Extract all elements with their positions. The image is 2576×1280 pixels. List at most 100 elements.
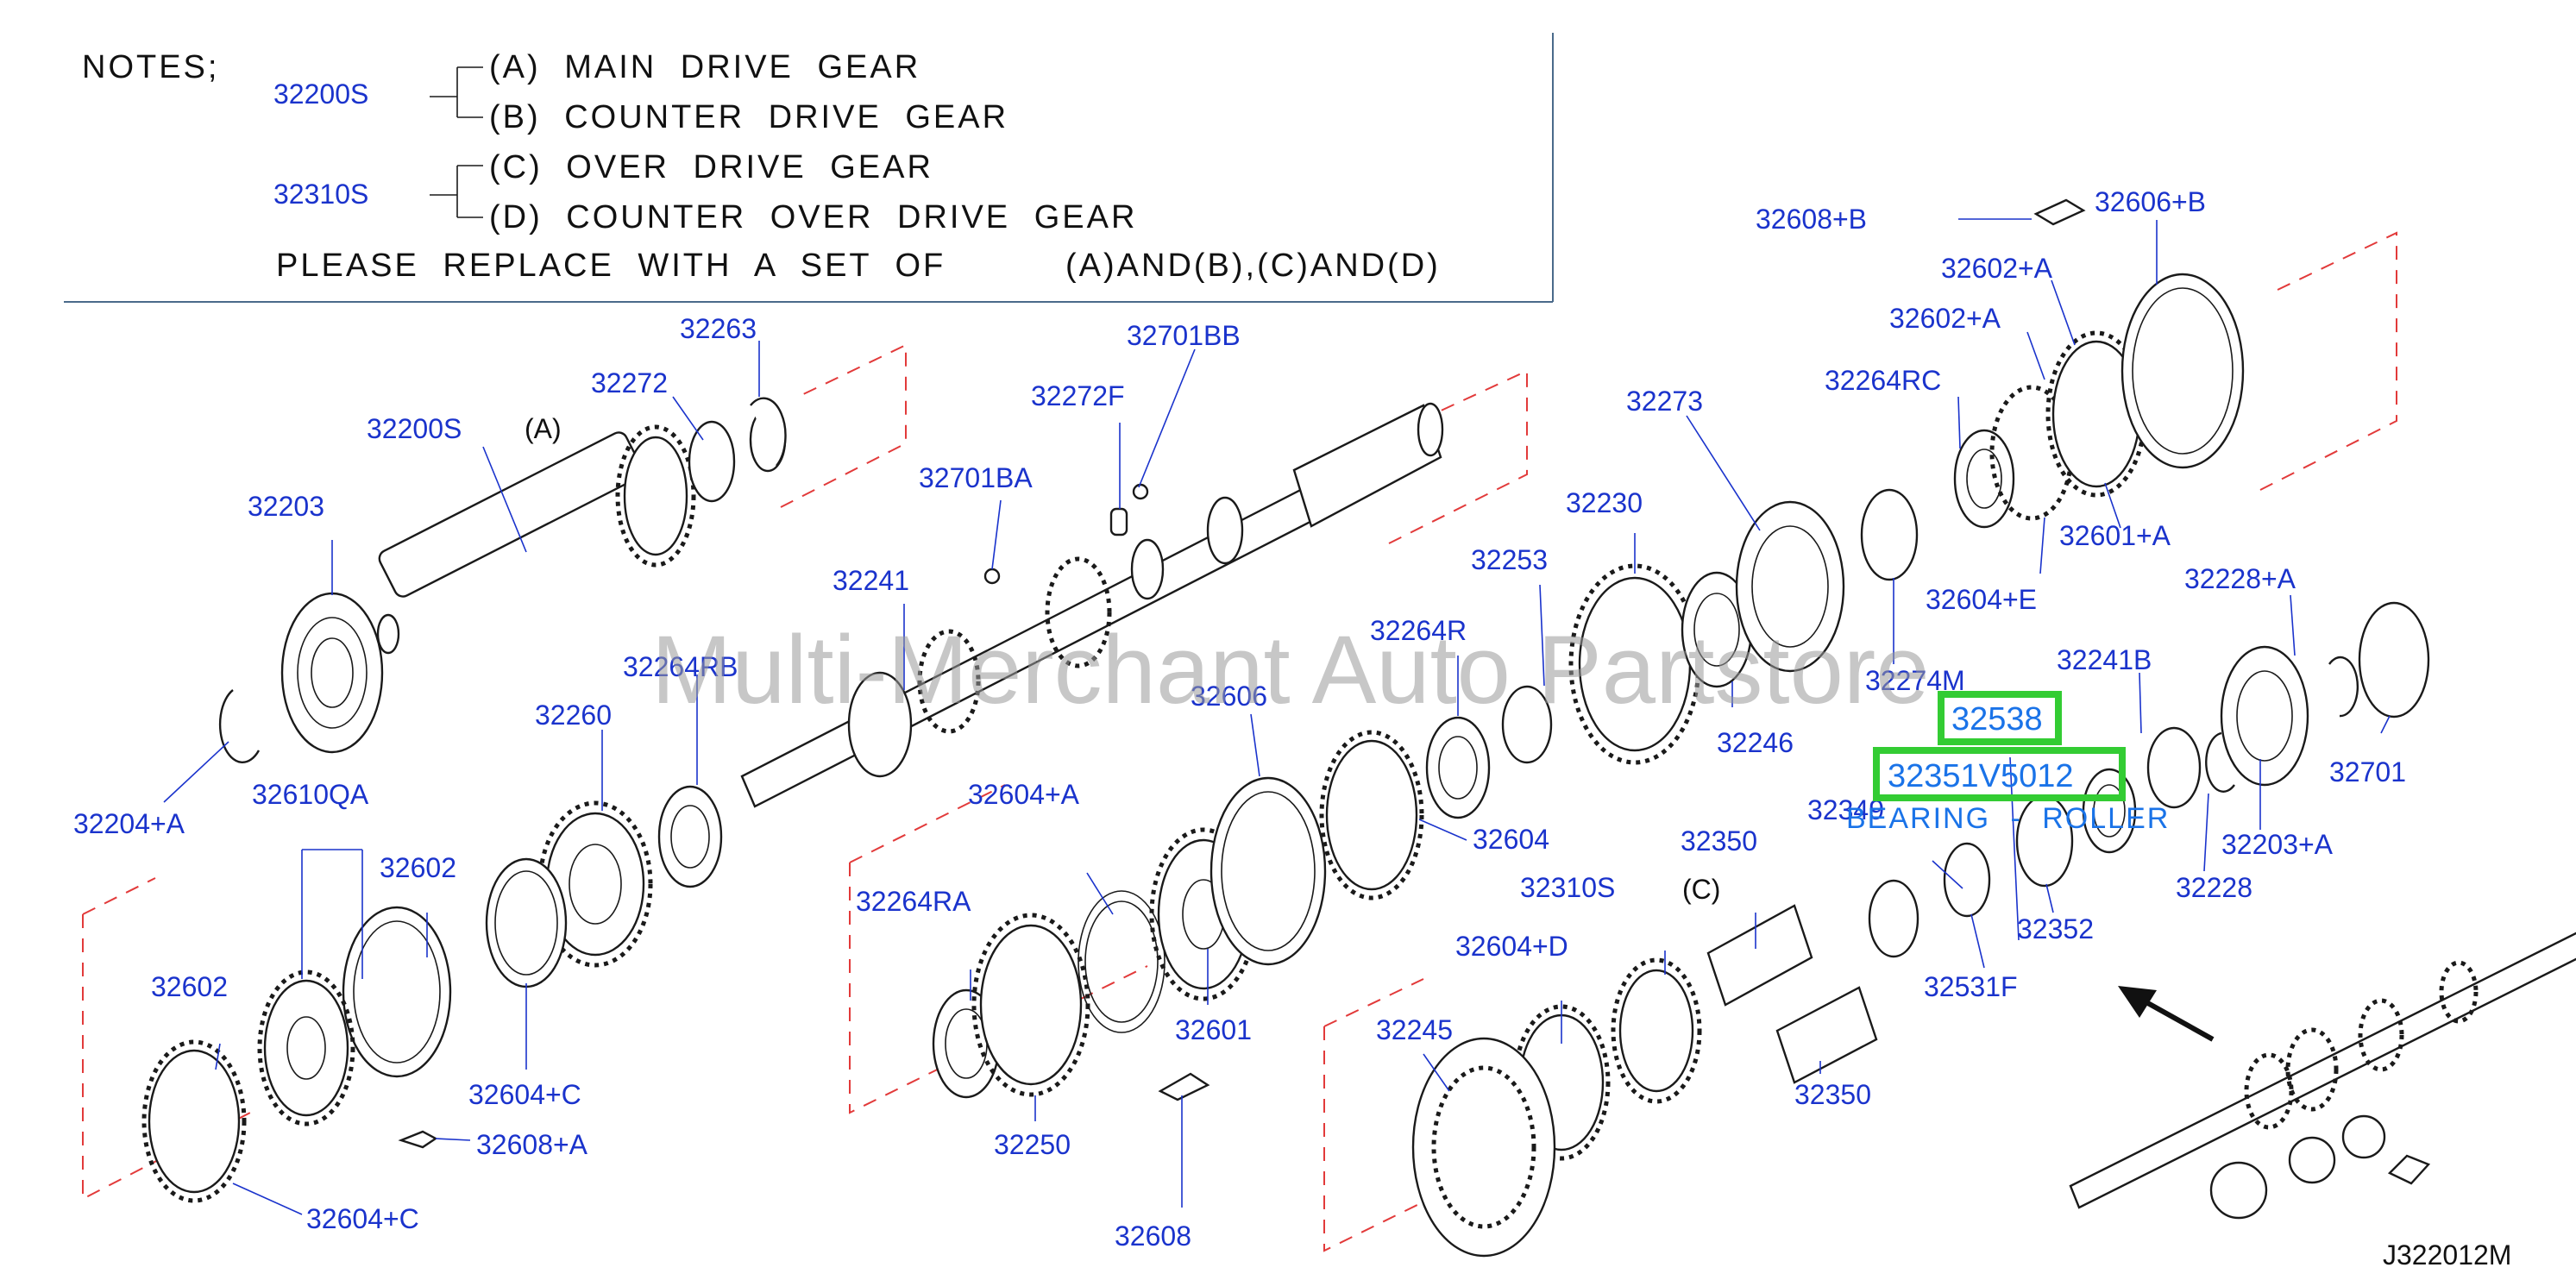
label-32608b[interactable]: 32608+B — [1756, 204, 1867, 235]
label-32246[interactable]: 32246 — [1717, 727, 1794, 758]
label-32203[interactable]: 32203 — [248, 491, 324, 522]
synchro-ring-32604c[interactable] — [485, 857, 568, 988]
label-32602-2[interactable]: 32602 — [151, 971, 228, 1002]
label-32200s[interactable]: 32200S — [367, 413, 462, 444]
synchro-ring-32604[interactable] — [1319, 730, 1424, 900]
label-32608a[interactable]: 32608+A — [476, 1129, 588, 1160]
main-drive-bearing[interactable] — [280, 592, 384, 754]
snap-ring-32204a[interactable] — [218, 689, 261, 763]
bearing-32701[interactable] — [2358, 601, 2430, 718]
label-32273[interactable]: 32273 — [1626, 386, 1703, 417]
label-32350-1[interactable]: 32350 — [1681, 825, 1757, 856]
label-32610qa[interactable]: 32610QA — [252, 779, 369, 810]
label-32241[interactable]: 32241 — [832, 565, 909, 596]
label-32604d[interactable]: 32604+D — [1455, 931, 1568, 962]
insert-32608b[interactable] — [2033, 198, 2086, 226]
synchro-ring-32604c-lower[interactable] — [141, 1039, 247, 1203]
notes-heading: NOTES; — [82, 49, 219, 85]
label-32604c-2[interactable]: 32604+C — [306, 1203, 419, 1234]
label-32272f[interactable]: 32272F — [1031, 380, 1125, 411]
sleeve-32602[interactable] — [342, 906, 452, 1078]
label-32204a[interactable]: 32204+A — [73, 808, 185, 839]
label-32601[interactable]: 32601 — [1175, 1014, 1252, 1045]
hub-32610qa[interactable] — [257, 969, 355, 1126]
label-32203a[interactable]: 32203+A — [2221, 829, 2334, 860]
gear-32245[interactable] — [1411, 1037, 1556, 1258]
label-32602a-1[interactable]: 32602+A — [1941, 253, 2053, 284]
label-32264rb[interactable]: 32264RB — [623, 651, 738, 682]
snap-ring-32228a[interactable] — [2328, 656, 2359, 718]
notes-item-c: (C) OVER DRIVE GEAR — [489, 149, 933, 185]
label-32701bb[interactable]: 32701BB — [1127, 320, 1241, 351]
label-32601a[interactable]: 32601+A — [2059, 520, 2171, 551]
synchro-ring-32604a[interactable] — [1078, 890, 1165, 1033]
assembly-overview — [2069, 932, 2576, 1220]
label-32228[interactable]: 32228 — [2176, 872, 2252, 903]
label-32230[interactable]: 32230 — [1566, 487, 1643, 518]
highlight-part-code[interactable]: 32351V5012 — [1888, 758, 2074, 794]
label-32310s[interactable]: 32310S — [1520, 872, 1615, 903]
notes-item-d: (D) COUNTER OVER DRIVE GEAR — [489, 199, 1137, 235]
label-32272[interactable]: 32272 — [591, 367, 668, 398]
label-32604[interactable]: 32604 — [1473, 824, 1549, 855]
needle-bearing-32264rc[interactable] — [1953, 429, 2015, 529]
label-32264r[interactable]: 32264R — [1370, 615, 1467, 646]
gear-32310s[interactable] — [1611, 957, 1702, 1104]
label-32260[interactable]: 32260 — [535, 700, 612, 731]
bushing-32253[interactable] — [1501, 685, 1553, 764]
label-32602a-2[interactable]: 32602+A — [1889, 303, 2001, 334]
leader-lines — [163, 218, 2391, 1215]
direction-arrow-icon — [2118, 986, 2215, 1042]
notes-code-32310s[interactable]: 32310S — [273, 179, 368, 210]
notes-replace-text: PLEASE REPLACE WITH A SET OF — [276, 248, 946, 284]
bearing-inner-race-32241b[interactable] — [2146, 726, 2202, 809]
notes-item-b: (B) COUNTER DRIVE GEAR — [489, 99, 1008, 135]
washer-32531f[interactable] — [1943, 842, 1991, 918]
bushing-32349[interactable] — [1868, 879, 1919, 958]
needle-bearing-32350[interactable] — [1706, 904, 1878, 1084]
label-32352[interactable]: 32352 — [2017, 913, 2094, 944]
label-32264ra[interactable]: 32264RA — [856, 886, 971, 917]
label-32604a[interactable]: 32604+A — [968, 779, 1080, 810]
label-32228a[interactable]: 32228+A — [2184, 563, 2296, 594]
insert-32608a[interactable] — [398, 1130, 438, 1149]
label-32701[interactable]: 32701 — [2329, 756, 2406, 787]
spacer-32274m[interactable] — [1860, 488, 1919, 581]
part-labels: 32608+B 32606+B 32602+A 32602+A 32263 32… — [73, 186, 2406, 1252]
label-32264rc[interactable]: 32264RC — [1825, 365, 1941, 396]
highlight-part-number[interactable]: 32538 — [1951, 701, 2043, 737]
label-32263[interactable]: 32263 — [680, 313, 757, 344]
needle-bearing-32264r[interactable] — [1425, 716, 1491, 819]
label-32604c-1[interactable]: 32604+C — [468, 1079, 581, 1110]
main-shaft[interactable] — [740, 402, 1444, 808]
figure-id: J322012M — [2383, 1239, 2511, 1271]
highlighted-part[interactable]: 32538 32351V5012 BEARING - ROLLER — [1846, 691, 2170, 835]
label-32701ba[interactable]: 32701BA — [919, 462, 1033, 493]
bearing-32273[interactable] — [1735, 500, 1845, 673]
label-32604e[interactable]: 32604+E — [1926, 584, 2037, 615]
label-32250[interactable]: 32250 — [994, 1129, 1071, 1160]
label-32245[interactable]: 32245 — [1376, 1014, 1453, 1045]
snap-ring-32228[interactable] — [2205, 731, 2235, 793]
watermark: Multi-Merchant Auto Partstore — [651, 616, 1929, 724]
label-32531f[interactable]: 32531F — [1924, 971, 2018, 1002]
notes-bracket-1 — [430, 66, 483, 118]
insert-32608[interactable] — [1158, 1072, 1210, 1101]
sleeve-32606b[interactable] — [2120, 273, 2245, 469]
gear-32250[interactable] — [971, 913, 1090, 1097]
label-32241b[interactable]: 32241B — [2057, 644, 2152, 675]
highlight-box-part — [1938, 691, 2062, 745]
label-32606b[interactable]: 32606+B — [2095, 186, 2206, 217]
snap-ring-32263[interactable] — [750, 397, 787, 467]
label-32608[interactable]: 32608 — [1115, 1220, 1191, 1252]
label-32350-2[interactable]: 32350 — [1794, 1079, 1871, 1110]
label-32349[interactable]: 32349 — [1807, 794, 1884, 825]
label-32253[interactable]: 32253 — [1471, 544, 1548, 575]
label-32606[interactable]: 32606 — [1191, 681, 1267, 712]
label-32602-1[interactable]: 32602 — [380, 852, 456, 883]
bearing-32203a[interactable] — [2220, 645, 2309, 787]
notes-code-32200s[interactable]: 32200S — [273, 78, 368, 110]
needle-bearing-32264rb[interactable] — [657, 785, 723, 888]
sleeve-32606[interactable] — [1209, 776, 1327, 966]
